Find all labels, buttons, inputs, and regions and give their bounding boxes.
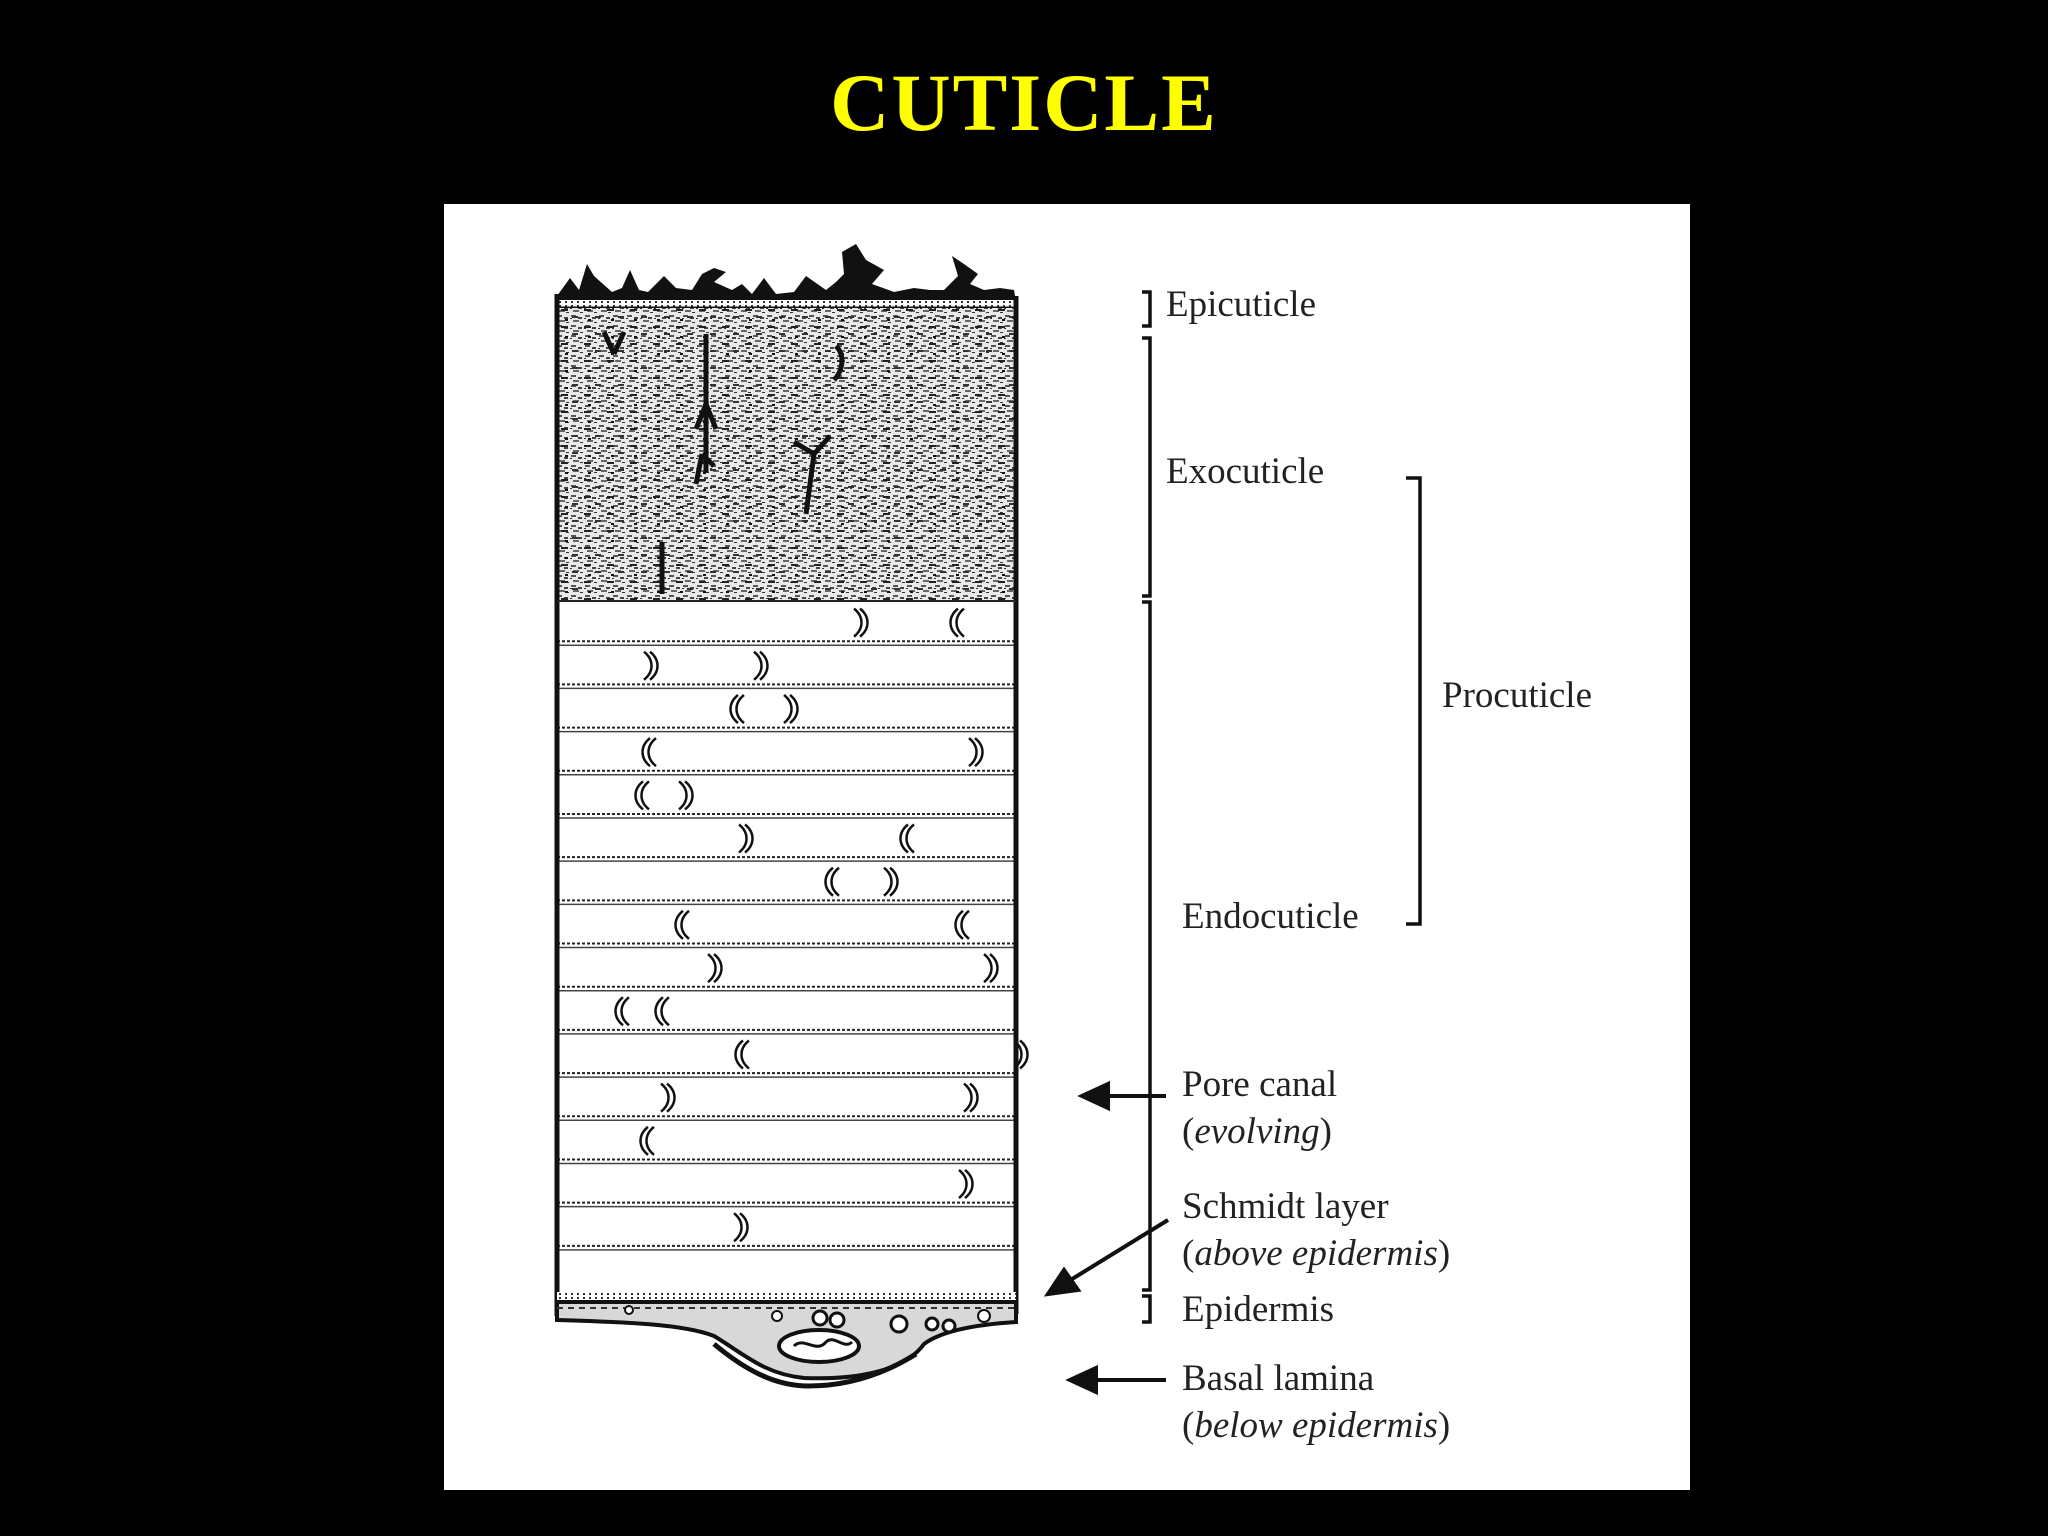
- pore-canal-mark: [734, 1039, 750, 1070]
- pore-canal-mark: [707, 953, 723, 984]
- pore-canal-mark: [949, 607, 965, 638]
- pore-canal-mark: [954, 909, 970, 940]
- label-schmidt-layer: Schmidt layer: [1182, 1186, 1389, 1227]
- section-border: [554, 294, 1019, 1316]
- pore-canal-mark: [678, 780, 694, 811]
- pore-canal-mark: [883, 866, 899, 897]
- basal-lamina-line: [712, 1342, 918, 1389]
- exocuticle-bracket: [1142, 336, 1152, 598]
- cuticle-cross-section: [554, 244, 1422, 1396]
- pointer-arrows: [1043, 1080, 1170, 1396]
- pore-canal-mark: [958, 1169, 974, 1200]
- endocuticle-bracket: [1142, 600, 1152, 1292]
- exocuticle-pore-canals: [601, 330, 845, 594]
- pore-canal-mark: [963, 1082, 979, 1113]
- epidermis-layer: [555, 1300, 1018, 1381]
- epicuticle-layer: [557, 300, 1016, 308]
- pore-canal-mark: [639, 1125, 655, 1156]
- label-schmidt-layer-note: (above epidermis): [1182, 1233, 1451, 1274]
- epicuticle-surface: [557, 244, 1016, 302]
- label-endocuticle: Endocuticle: [1182, 896, 1359, 937]
- pore-canal-mark: [853, 607, 869, 638]
- label-pore-canal: Pore canal: [1182, 1064, 1338, 1105]
- pore-canal-mark: [641, 737, 657, 768]
- pore-canal-mark: [899, 823, 915, 854]
- pore-canal-mark: [729, 693, 745, 724]
- label-epidermis: Epidermis: [1182, 1289, 1335, 1330]
- label-basal-lamina: Basal lamina: [1182, 1358, 1375, 1399]
- endocuticle-lamellae: [557, 607, 1029, 1251]
- schmidt-layer-strip: [557, 1292, 1016, 1302]
- label-procuticle: Procuticle: [1442, 675, 1593, 716]
- slide-title: CUTICLE: [830, 57, 1218, 148]
- label-exocuticle: Exocuticle: [1166, 451, 1325, 492]
- pore-canal-mark: [738, 823, 754, 854]
- pore-canal-mark: [783, 693, 799, 724]
- procuticle-bracket: [1406, 476, 1422, 926]
- pore-canal-mark: [654, 996, 670, 1027]
- label-epicuticle: Epicuticle: [1166, 284, 1316, 325]
- pore-canal-mark: [614, 996, 630, 1027]
- pore-canal-mark: [643, 650, 659, 681]
- pore-canal-mark: [824, 866, 840, 897]
- layer-brackets: [1142, 290, 1422, 1324]
- cuticle-diagram: Epicuticle Exocuticle Procuticle Endocut…: [444, 204, 1690, 1490]
- label-basal-lamina-note: (below epidermis): [1182, 1405, 1451, 1446]
- epicuticle-bracket: [1142, 290, 1152, 328]
- pore-canal-mark: [733, 1212, 749, 1243]
- pore-canal-mark: [660, 1082, 676, 1113]
- pore-canal-mark: [968, 737, 984, 768]
- pore-canal-mark: [674, 909, 690, 940]
- schmidt-layer-arrow: [1062, 1218, 1170, 1286]
- pore-canal-mark: [983, 953, 999, 984]
- pore-canal-mark: [634, 780, 650, 811]
- label-pore-canal-note: (evolving): [1182, 1111, 1332, 1152]
- epidermis-bracket: [1142, 1294, 1152, 1324]
- pore-canal-mark: [753, 650, 769, 681]
